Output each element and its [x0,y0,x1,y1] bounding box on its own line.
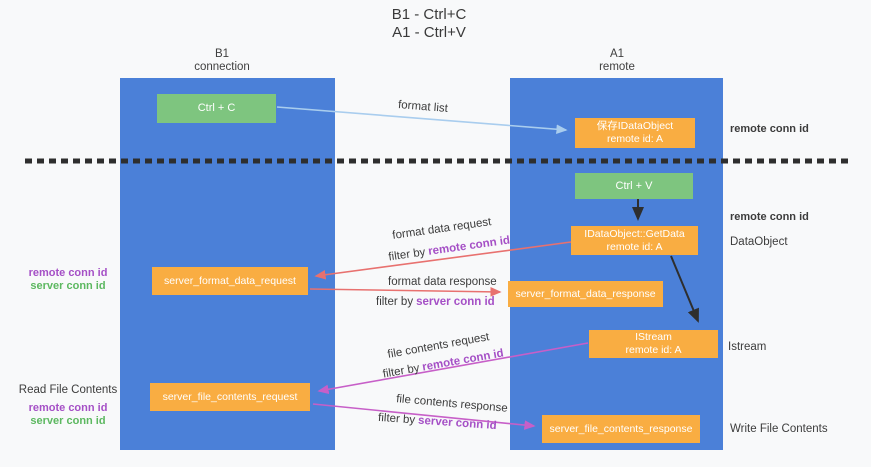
left-label-server-conn-id-bottom: server conn id [30,415,106,427]
lane-a1-title: A1 [609,48,625,60]
filter-by-text: filter by [376,296,414,308]
left-label-remote-conn-id-mid: remote conn id [28,267,108,279]
filter-by-text: filter by [381,362,421,381]
node-getdata-line1: IDataObject::GetData [584,227,685,240]
filter-by-text: filter by [377,411,416,427]
title-line-1: B1 - Ctrl+C [391,6,467,23]
node-format-request-label: server_format_data_request [164,274,296,287]
lane-b1-subtitle: connection [194,61,250,73]
node-getdata-line2: remote id: A [606,240,663,253]
lane-a1-subtitle: remote [599,61,635,73]
lane-b1-title: B1 [214,48,230,60]
node-istream: IStream remote id: A [589,330,718,358]
server-conn-id-text: server conn id [417,414,497,433]
edge-label-format-data-response: format data response [388,276,497,288]
node-save-idataobject: 保存IDataObject remote id: A [575,118,695,148]
server-conn-id-text: server conn id [416,296,495,308]
edge-label-file-contents-response: file contents response [395,393,509,415]
node-ctrl-v-label: Ctrl + V [615,179,653,192]
left-label-read-file-contents: Read File Contents [18,384,118,396]
lane-header-a1: A1 remote [557,48,677,74]
edge-label-format-list: format list [397,99,449,115]
right-label-remote-conn-id-mid: remote conn id [730,211,809,223]
left-label-remote-conn-id-bottom: remote conn id [28,402,108,414]
node-format-response-label: server_format_data_response [515,287,656,300]
right-label-write-file-contents: Write File Contents [730,423,828,435]
right-label-istream: Istream [728,341,767,353]
lane-header-b1: B1 connection [162,48,282,74]
node-save-idataobject-line1: 保存IDataObject [596,120,674,132]
remote-conn-id-text: remote conn id [427,234,511,258]
left-label-server-conn-id-mid: server conn id [30,280,106,292]
node-server-format-data-request: server_format_data_request [152,267,308,295]
left-labels-bottom: remote conn id server conn id [16,402,120,428]
filter-by-text: filter by [387,246,427,264]
node-istream-line2: remote id: A [625,344,682,356]
node-ctrl-c-label: Ctrl + C [197,102,236,114]
node-file-response-label: server_file_contents_response [549,422,693,435]
diagram-title: B1 - Ctrl+C A1 - Ctrl+V [329,6,529,41]
node-ctrl-v: Ctrl + V [575,173,693,199]
left-labels-mid: remote conn id server conn id [16,267,120,293]
node-server-format-data-response: server_format_data_response [508,281,663,307]
node-ctrl-c: Ctrl + C [157,94,276,123]
node-server-file-contents-response: server_file_contents_response [542,415,700,443]
node-idataobject-getdata: IDataObject::GetData remote id: A [571,226,698,255]
node-istream-line1: IStream [635,331,672,343]
node-server-file-contents-request: server_file_contents_request [150,383,310,411]
title-line-2: A1 - Ctrl+V [392,23,466,41]
arrow-format-data-response [309,287,502,297]
node-file-request-label: server_file_contents_request [162,390,298,403]
node-save-idataobject-line2: remote id: A [606,133,664,145]
right-label-remote-conn-id-top: remote conn id [730,123,809,135]
right-label-dataobject: DataObject [730,236,788,248]
